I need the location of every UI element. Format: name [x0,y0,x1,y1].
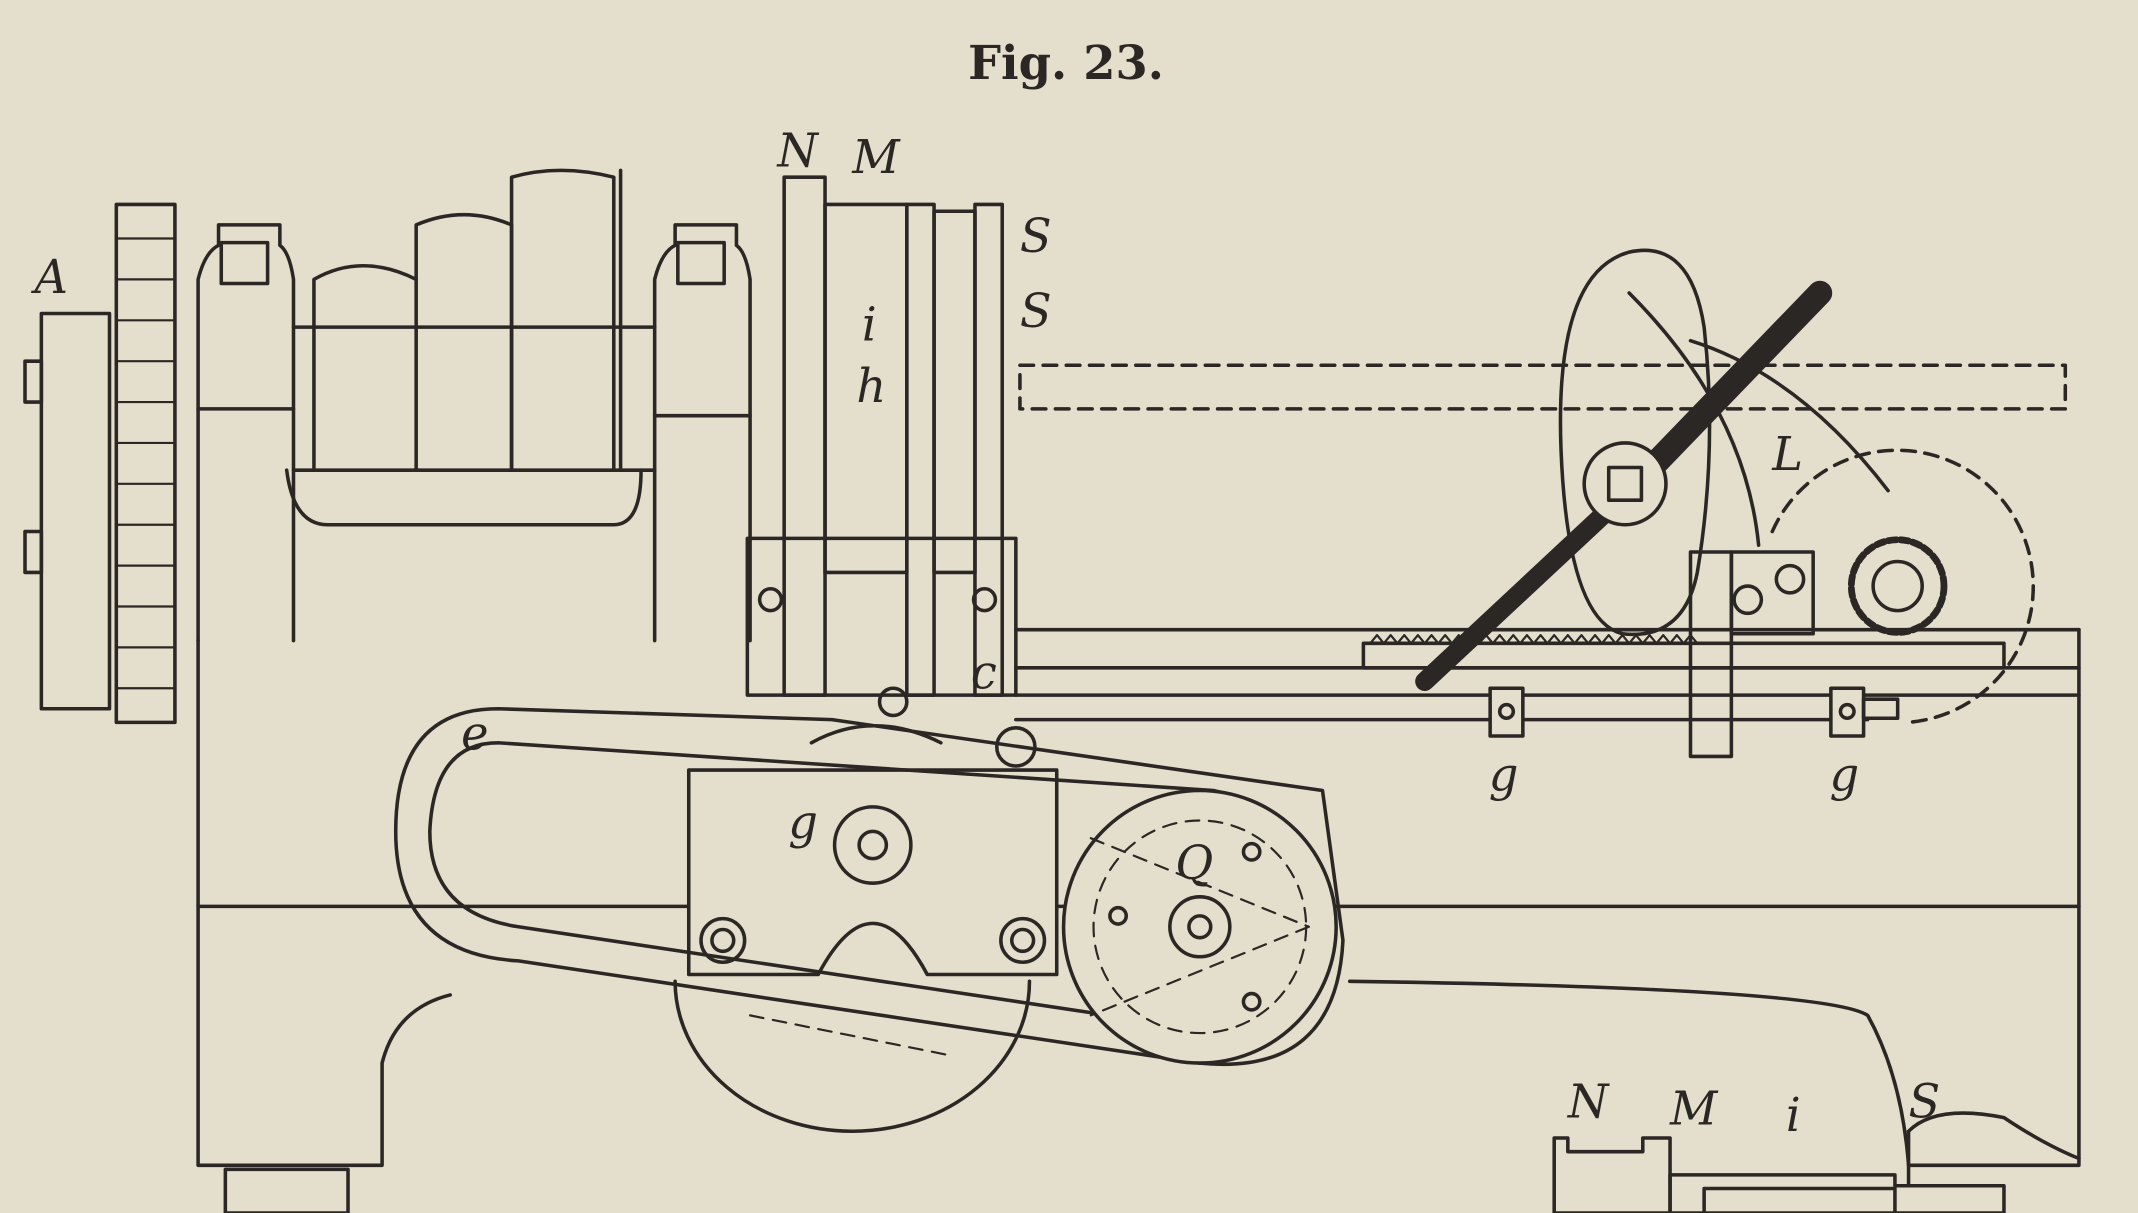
label-a: A [31,250,68,304]
label-i: i [862,298,877,352]
bearing-right [652,223,752,643]
lathe-bed [1014,550,2081,759]
eccentric-lever [1415,248,1890,692]
section-right [1552,1111,2081,1213]
pulley-set [745,175,1018,697]
label-s1: S [1020,209,1052,263]
label-m: M [851,130,901,184]
feed-rod-dashed [1018,363,2068,411]
section-left [223,1167,350,1213]
label-h: h [856,359,886,413]
bearing-left [196,223,296,643]
drive-gear [23,202,177,725]
label-n-section: N [1567,1075,1610,1129]
figure-title: Fig. 23. [968,35,1164,90]
label-g-left: g [1489,747,1519,801]
label-l: L [1771,427,1803,481]
label-i-section: i [1786,1088,1801,1142]
bracket-plate [686,686,1059,977]
label-g-plate: g [788,795,818,849]
lower-pulley [673,979,1032,1133]
label-n: N [776,123,819,177]
label-c: c [971,645,997,699]
label-g-right: g [1830,747,1860,801]
label-m-section: M [1669,1081,1719,1135]
pulley-q [748,788,1338,1065]
cone-pulley [284,168,657,527]
label-e: e [461,707,488,761]
clamp-left [1488,686,1525,738]
label-s-section: S [1909,1075,1941,1129]
label-q: Q [1175,836,1213,890]
pinion-gear [1770,448,2036,725]
clamp-right [1829,686,1900,738]
label-s2: S [1020,284,1052,338]
